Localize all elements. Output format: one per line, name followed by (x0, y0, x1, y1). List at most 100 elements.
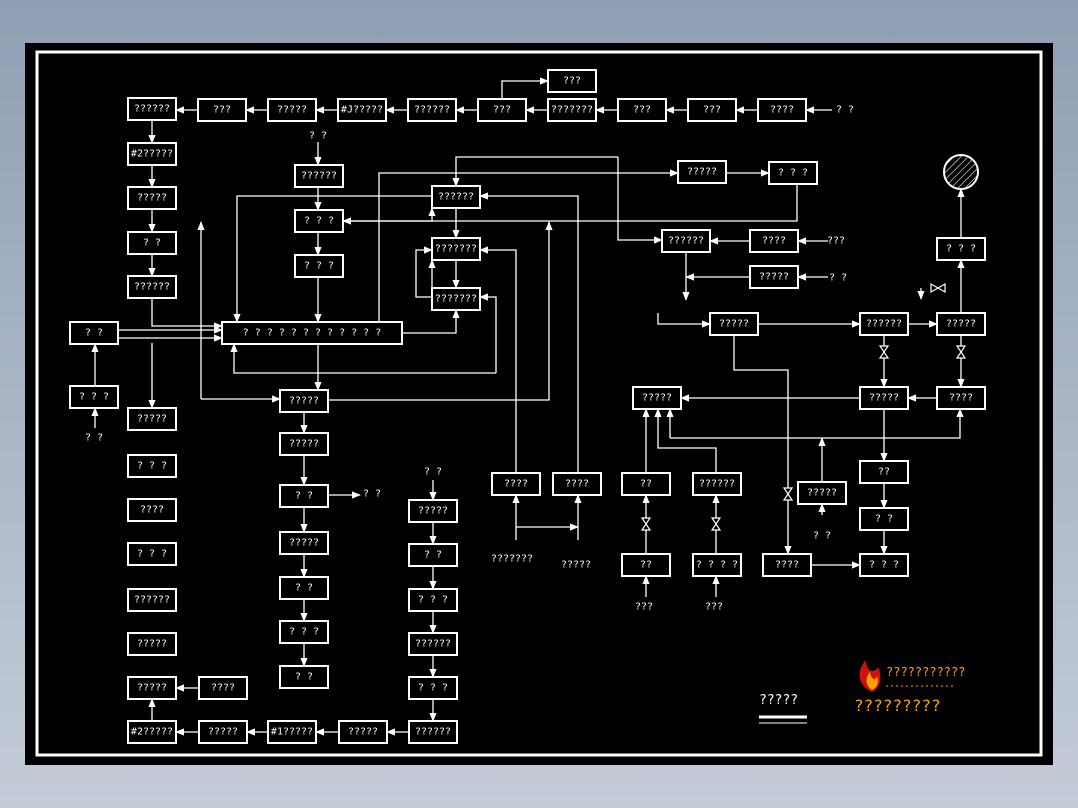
process-box-frame (617, 98, 667, 122)
process-box-frame (477, 98, 527, 122)
process-box-label: ????? (289, 439, 319, 450)
process-box-frame (757, 98, 807, 122)
storage-tank-icon (943, 154, 979, 190)
process-box-frame (408, 588, 458, 612)
process-box-frame (408, 543, 458, 567)
process-box: ????? (127, 407, 177, 431)
process-box-label: ?????? (134, 104, 170, 115)
process-box: ?????? (859, 312, 909, 336)
process-box-frame (127, 498, 177, 522)
process-box-label: ??????? (435, 244, 477, 255)
flow-connector (415, 246, 433, 298)
valve-icon (640, 517, 652, 531)
process-box-label: ? ? ? (137, 461, 167, 472)
flow-annotation: ? ? (829, 273, 847, 284)
valve-icon (955, 345, 967, 359)
process-box-frame (127, 588, 177, 612)
process-box: ? ? ? (936, 237, 986, 261)
process-box-frame (408, 720, 458, 744)
process-box-label: ?????? (699, 479, 735, 490)
process-box: ?????? (127, 97, 177, 121)
process-box: ????? (797, 481, 847, 505)
process-box: ????? (859, 386, 909, 410)
process-box-frame (127, 632, 177, 656)
process-box-frame (431, 237, 481, 261)
process-box-label: ???? (140, 505, 164, 516)
process-box: ? ? ? (294, 254, 344, 278)
process-box-label: ???? (949, 393, 973, 404)
process-box: ????? (279, 531, 329, 555)
process-box: ?????? (661, 229, 711, 253)
flow-connector (402, 309, 460, 334)
flow-annotation: ? ? (836, 105, 854, 116)
process-box-label: ? ? (85, 328, 103, 339)
process-box-frame (294, 254, 344, 278)
process-box-frame (687, 98, 737, 122)
flow-annotation: ??????? (491, 554, 533, 565)
process-box: ???? (491, 472, 541, 496)
process-box: ????? (338, 720, 388, 744)
process-box-label: ? ? ? (304, 261, 334, 272)
flow-annotation: ??? (705, 602, 723, 613)
process-box-label: ? ? ? ? (696, 560, 738, 571)
process-box-frame (127, 231, 177, 255)
process-box-label: ???? (775, 560, 799, 571)
process-box-frame (267, 98, 317, 122)
flow-connector (617, 157, 663, 244)
process-box-label: ? ? ? (304, 216, 334, 227)
process-box-frame (797, 481, 847, 505)
process-box-frame (936, 312, 986, 336)
flow-connector (479, 246, 517, 473)
process-box: ??????? (431, 287, 481, 311)
process-box-frame (408, 632, 458, 656)
process-box-frame (279, 389, 329, 413)
process-box-frame (69, 385, 119, 409)
process-box-label: ? ? ? (418, 683, 448, 694)
process-box: ?????? (127, 275, 177, 299)
process-box: ?????? (408, 632, 458, 656)
process-box-frame (127, 275, 177, 299)
process-box-label: ??? (213, 105, 231, 116)
process-box-label: ????? (869, 393, 899, 404)
process-box: ? ? ? ? (692, 553, 742, 577)
flow-annotation: ????? (561, 560, 591, 571)
process-box-label: ?????? (415, 727, 451, 738)
process-box-frame (692, 553, 742, 577)
flow-labels: ? ?? ?? ?? ?? ???????????????????? ?????… (85, 105, 854, 613)
process-box-label: ?????? (415, 639, 451, 650)
process-box-label: ????? (137, 639, 167, 650)
flow-annotation: ? ? (363, 489, 381, 500)
process-box-frame (621, 472, 671, 496)
process-box: ???? (762, 553, 812, 577)
process-box-label: ??? (493, 105, 511, 116)
process-box-label: ????? (137, 683, 167, 694)
flow-nodes: ??????????????#J????????????????????????… (69, 69, 986, 744)
process-box: #2????? (127, 142, 177, 166)
process-box-label: #2????? (131, 727, 173, 738)
process-box-frame (279, 432, 329, 456)
process-box: ? ? ? (859, 553, 909, 577)
process-box-frame (859, 386, 909, 410)
process-box: ???? (757, 98, 807, 122)
flow-connectors (91, 77, 979, 736)
process-box-frame (279, 620, 329, 644)
process-box-label: ????? (277, 105, 307, 116)
brand-logo: ??????????? ????????? (854, 660, 965, 715)
valve-icon (930, 282, 946, 294)
process-box-frame (547, 98, 597, 122)
process-box-frame (859, 312, 909, 336)
flow-annotation: ? ? (85, 433, 103, 444)
legend-title: ????? (759, 693, 798, 708)
process-box: ? ? ? (768, 161, 818, 185)
process-box-label: ????? (289, 538, 319, 549)
flow-annotation: ? ? (424, 467, 442, 478)
process-box-frame (408, 676, 458, 700)
process-box-label: ? ? (295, 672, 313, 683)
flow-annotation: ? ? (813, 531, 831, 542)
process-box: ?? (859, 460, 909, 484)
process-box-frame (762, 553, 812, 577)
process-box-frame (859, 507, 909, 531)
flow-connector (479, 293, 497, 373)
process-box: #1????? (267, 720, 317, 744)
